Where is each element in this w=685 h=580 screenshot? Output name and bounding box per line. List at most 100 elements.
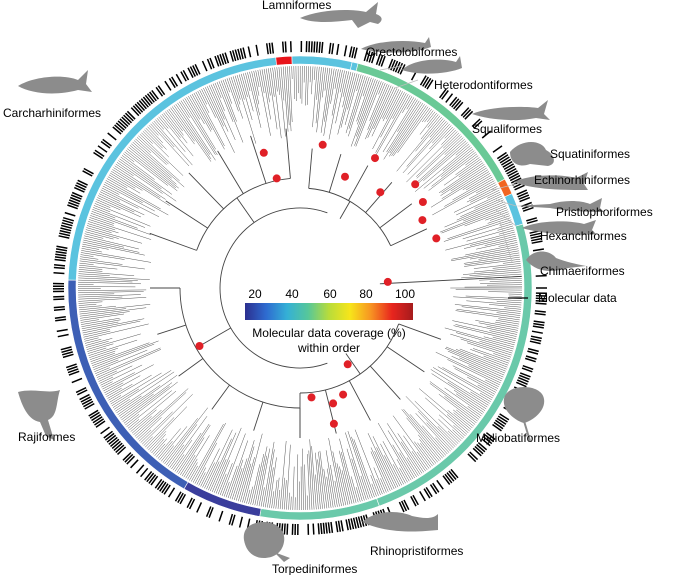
colorbar-title-line2: within order: [297, 341, 360, 355]
colorbar-tick: 100: [395, 287, 415, 301]
label-chimaeriformes: Chimaeriformes: [540, 264, 625, 278]
guitarfish-silhouette: [362, 512, 438, 532]
calibration-node: [341, 172, 349, 181]
sub-branch: [308, 148, 313, 189]
molecular-ticks: [52, 40, 547, 536]
tree-backbone: [149, 128, 522, 438]
colorbar-tick: 60: [323, 287, 337, 301]
silhouettes: [18, 2, 604, 562]
stingray-silhouette: [503, 387, 545, 442]
colorbar-title-line1: Molecular data coverage (%): [252, 326, 405, 340]
sub-branch: [369, 365, 401, 400]
calibration-node: [329, 399, 338, 408]
clade-stem: [339, 201, 351, 219]
colorbar-tick: 80: [359, 287, 373, 301]
requiem-shark-silhouette: [18, 70, 92, 94]
calibration-node: [318, 140, 327, 149]
label-hexanchiformes: Hexanchiformes: [540, 229, 627, 243]
calibration-node: [259, 148, 268, 157]
label-lamniformes: Lamniformes: [262, 0, 331, 12]
root-arc: [219, 207, 328, 369]
chimaera-branch: [379, 275, 522, 285]
sub-branch: [253, 401, 264, 431]
sub-branch: [390, 228, 428, 247]
label-squaliformes: Squaliformes: [472, 122, 542, 136]
order-ring-segment: [275, 55, 293, 66]
label-rajiformes: Rajiformes: [18, 430, 75, 444]
molecular-data-ring: [52, 40, 547, 536]
sub-branch: [328, 153, 342, 193]
carpet-shark-silhouette: [361, 37, 431, 53]
calibration-node: [371, 154, 379, 163]
clade-stem: [236, 197, 255, 223]
clade-arc: [196, 177, 291, 251]
chimaera-silhouette: [526, 251, 586, 271]
clade-arc: [299, 323, 400, 394]
sawshark-silhouette: [516, 198, 604, 212]
shark-silhouette: [300, 2, 382, 28]
calibration-node: [307, 393, 316, 402]
dogfish-silhouette: [472, 100, 550, 121]
angel-shark-silhouette: [510, 142, 554, 166]
order-ring-segment: [291, 55, 353, 71]
label-rhinopristiformes: Rhinopristiformes: [370, 544, 463, 558]
label-myliobatiformes: Myliobatiformes: [476, 431, 560, 445]
label-molecular-data: Molecular data: [538, 291, 617, 305]
tree-tip-branches: [77, 65, 523, 511]
label-orectolobiformes: Orectolobiformes: [366, 45, 457, 59]
sub-branch: [365, 182, 393, 213]
calibration-nodes: [195, 140, 441, 428]
sub-branch: [178, 358, 204, 377]
sub-branch: [149, 232, 197, 251]
sub-branch: [379, 203, 413, 229]
calibration-node: [343, 360, 352, 369]
calibration-node: [411, 180, 420, 189]
calibration-node: [339, 390, 348, 399]
label-torpediniformes: Torpediniformes: [272, 562, 357, 575]
colorbar-legend: 20 40 60 80 100 Molecular data coverage …: [245, 287, 415, 355]
colorbar-tick: 40: [285, 287, 299, 301]
sub-branch: [386, 346, 425, 373]
order-ring-segment: [376, 223, 533, 507]
sub-branch: [348, 380, 371, 421]
calibration-node: [432, 234, 441, 243]
sub-branch: [211, 384, 230, 410]
sub-branch: [348, 165, 369, 201]
sub-branch: [157, 324, 187, 335]
cow-shark-silhouette: [522, 220, 596, 235]
order-labels: Lamniformes Orectolobiformes Heterodonti…: [3, 0, 653, 576]
label-heterodontiformes: Heterodontiformes: [434, 78, 533, 92]
bramble-shark-silhouette: [514, 172, 588, 190]
sub-branch: [165, 200, 208, 229]
clade-arc: [308, 187, 392, 246]
calibration-node: [376, 188, 385, 197]
clade-arc: [179, 287, 301, 409]
label-squatiniformes: Squatiniformes: [550, 147, 630, 161]
label-leader-lines: [379, 65, 528, 299]
colorbar-gradient: [245, 303, 413, 320]
calibration-node: [418, 198, 427, 206]
calibration-node: [195, 342, 204, 350]
order-color-ring: [67, 55, 533, 521]
skate-silhouette: [18, 390, 60, 440]
clade-stem: [345, 353, 361, 375]
calibration-node: [329, 419, 338, 428]
label-echinorhiniformes: Echinorhiniformes: [534, 173, 630, 187]
horn-shark-silhouette: [402, 56, 462, 74]
sub-branch: [188, 172, 224, 210]
label-pristiophoriformes: Pristiophoriformes: [556, 205, 653, 219]
sub-branch: [217, 150, 244, 194]
calibration-node: [383, 277, 392, 286]
tip-branch-lines: [77, 65, 523, 511]
calibration-node: [418, 216, 427, 225]
order-ring-segment: [67, 56, 277, 281]
colorbar-tick: 20: [248, 287, 262, 301]
electric-ray-silhouette: [243, 522, 290, 562]
sub-branch: [398, 323, 442, 340]
sub-branch: [250, 135, 267, 184]
label-carcharhiniformes: Carcharhiniformes: [3, 106, 101, 120]
calibration-node: [272, 174, 281, 183]
sub-branch: [285, 128, 291, 179]
